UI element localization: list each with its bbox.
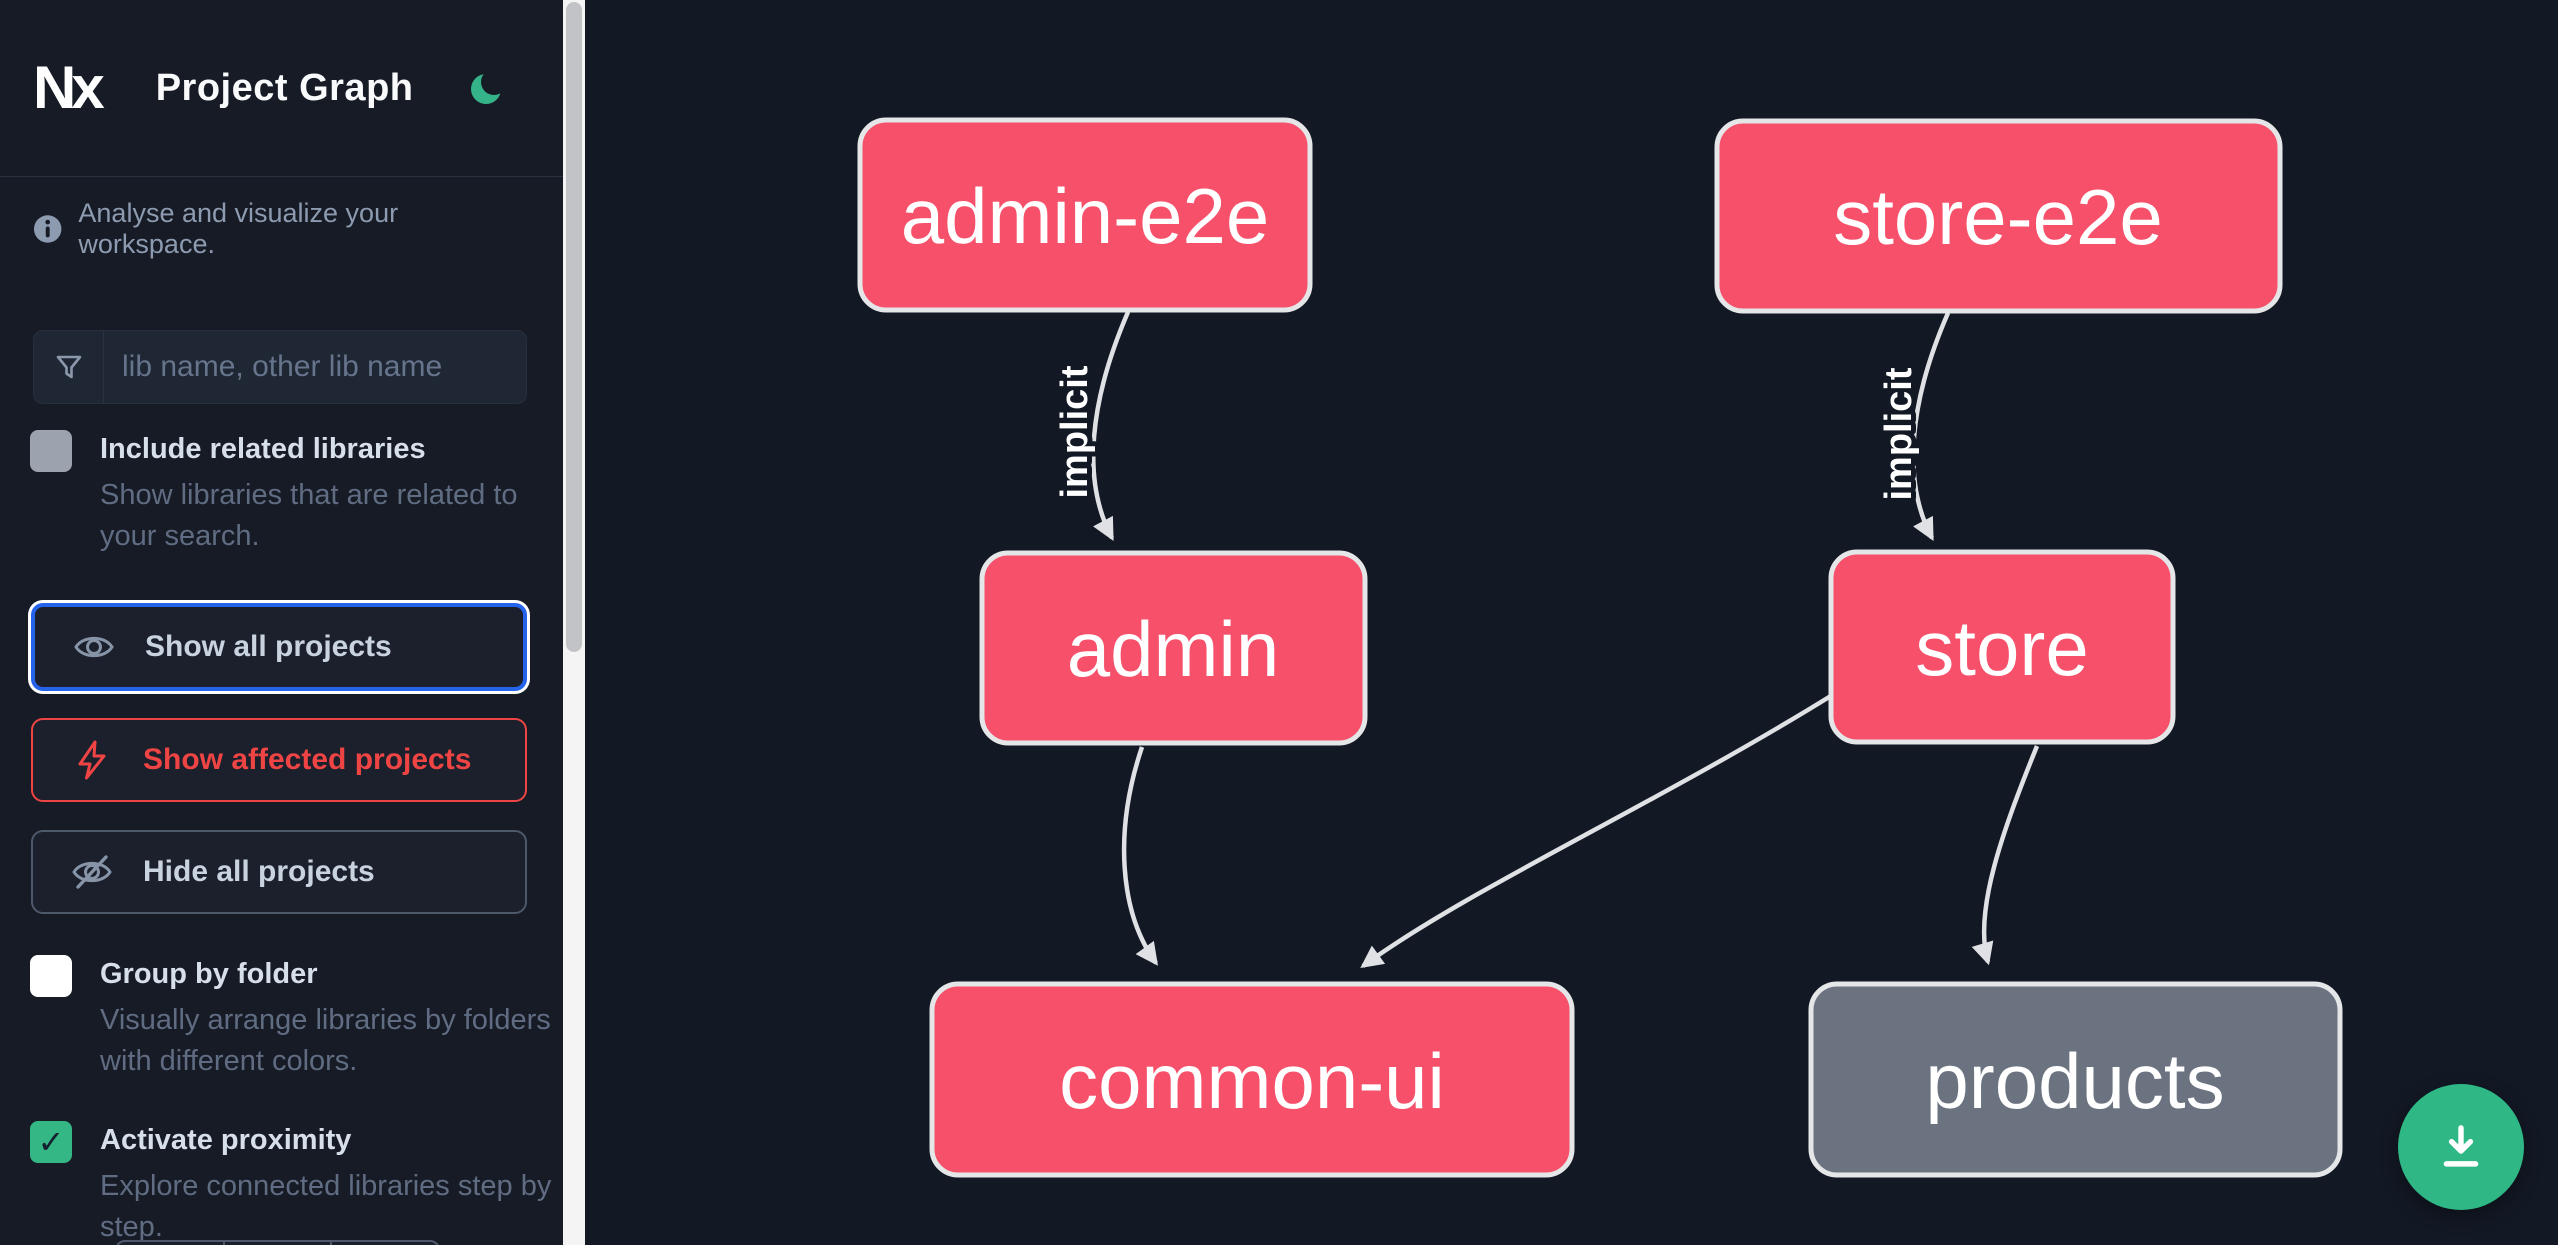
svg-text:store-e2e: store-e2e — [1833, 173, 2163, 261]
group-by-folder-checkbox[interactable] — [30, 955, 72, 997]
group-by-folder-label: Group by folder — [100, 958, 318, 990]
hide-all-projects-label: Hide all projects — [143, 855, 375, 888]
include-related-toggle: Include related libraries Show libraries… — [30, 428, 535, 557]
dark-mode-moon-icon[interactable] — [467, 68, 507, 108]
activate-proximity-label: Activate proximity — [100, 1124, 352, 1156]
tagline-text: Analyse and visualize your workspace. — [78, 198, 399, 259]
include-related-description: Show libraries that are related to your … — [100, 479, 518, 552]
edge-store-products[interactable] — [1971, 745, 2040, 966]
download-icon — [2443, 1125, 2479, 1167]
tagline-row: Analyse and visualize your workspace. — [33, 198, 533, 260]
show-all-projects-button[interactable]: Show all projects — [31, 603, 527, 691]
proximity-decrement-button[interactable] — [117, 1242, 225, 1245]
svg-text:products: products — [1925, 1037, 2224, 1125]
sidebar-scrollbar-track[interactable] — [563, 0, 585, 1245]
nx-logo: Nx — [33, 54, 105, 121]
svg-text:admin-e2e: admin-e2e — [901, 172, 1270, 260]
info-icon — [33, 215, 62, 243]
graph-canvas[interactable]: implicit implicit admin-e2e store-e2e ad… — [585, 0, 2558, 1245]
edge-admin-common-ui[interactable] — [1121, 746, 1158, 966]
include-related-checkbox[interactable] — [30, 430, 72, 472]
show-all-projects-label: Show all projects — [145, 630, 392, 663]
group-by-folder-description: Visually arrange libraries by folders wi… — [100, 1004, 551, 1077]
filter-funnel-icon — [34, 331, 104, 403]
show-affected-projects-button[interactable]: Show affected projects — [31, 718, 527, 802]
svg-text:store: store — [1915, 604, 2088, 692]
activate-proximity-checkbox[interactable] — [30, 1121, 72, 1163]
svg-text:admin: admin — [1067, 605, 1279, 693]
svg-text:common-ui: common-ui — [1059, 1037, 1445, 1125]
eye-off-icon — [72, 855, 112, 889]
activate-proximity-toggle: Activate proximity Explore connected lib… — [30, 1119, 551, 1245]
graph-node-products[interactable]: products — [1808, 981, 2343, 1178]
graph-node-common-ui[interactable]: common-ui — [929, 981, 1575, 1178]
sidebar-scrollbar-thumb[interactable] — [566, 2, 582, 652]
include-related-label: Include related libraries — [100, 433, 426, 465]
graph-node-admin[interactable]: admin — [979, 550, 1368, 746]
proximity-stepper — [115, 1240, 440, 1245]
edge-label-implicit: implicit — [1878, 367, 1920, 500]
edge-label-implicit: implicit — [1054, 365, 1096, 498]
edge-store-common-ui[interactable] — [1360, 692, 1836, 968]
page-title: Project Graph — [155, 66, 414, 109]
download-graph-button[interactable] — [2398, 1084, 2524, 1210]
group-by-folder-toggle: Group by folder Visually arrange librari… — [30, 953, 551, 1082]
graph-node-store[interactable]: store — [1828, 549, 2176, 745]
graph-node-store-e2e[interactable]: store-e2e — [1714, 118, 2283, 314]
edge-store-e2e-store[interactable] — [1911, 312, 1951, 541]
activate-proximity-description: Explore connected libraries step by step… — [100, 1170, 552, 1243]
sidebar: Nx Project Graph Analyse and visualize y… — [0, 0, 563, 1245]
hide-all-projects-button[interactable]: Hide all projects — [31, 830, 527, 914]
search-box — [33, 330, 527, 404]
header-divider — [0, 176, 563, 177]
show-affected-projects-label: Show affected projects — [143, 743, 472, 776]
graph-node-admin-e2e[interactable]: admin-e2e — [857, 117, 1313, 313]
sidebar-header: Nx Project Graph — [0, 0, 563, 176]
lightning-bolt-icon — [78, 740, 106, 780]
eye-icon — [74, 636, 114, 658]
edge-admin-e2e-admin[interactable] — [1091, 311, 1131, 541]
proximity-value — [225, 1242, 333, 1245]
search-input[interactable] — [104, 331, 526, 403]
project-graph-svg: implicit implicit admin-e2e store-e2e ad… — [857, 117, 2343, 1178]
